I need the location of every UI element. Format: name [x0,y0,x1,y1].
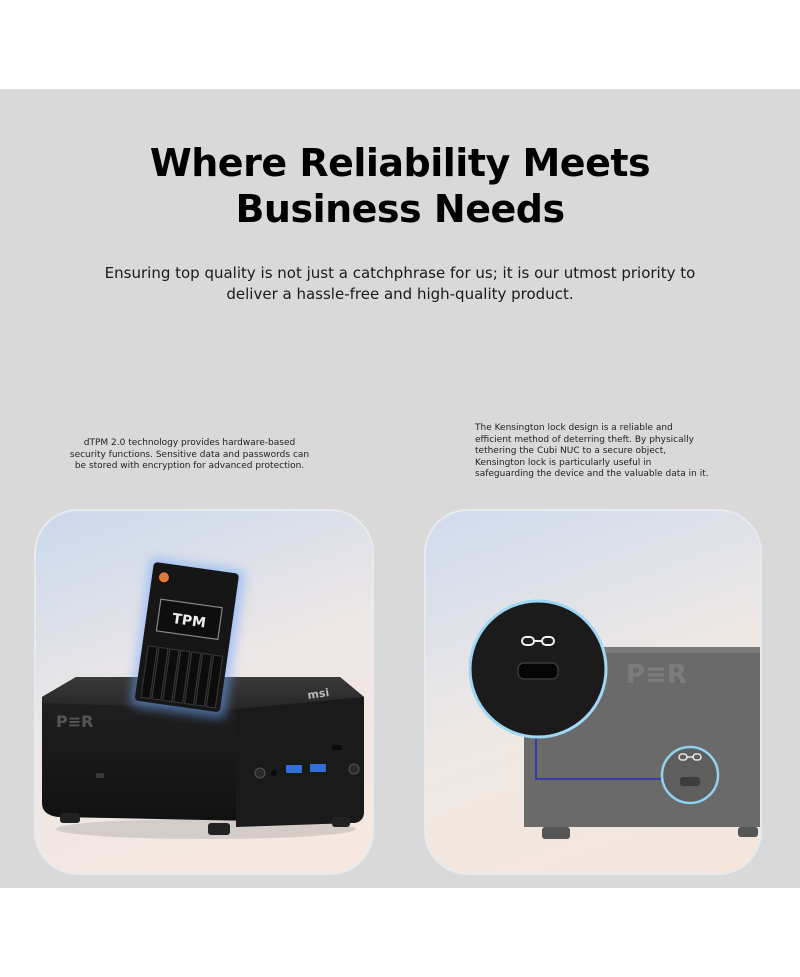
tpm-caption-line: dTPM 2.0 technology provides hardware-ba… [83,438,296,448]
subtitle: Ensuring top quality is not just a catch… [80,263,720,305]
lock-slot-icon [96,773,104,778]
usb-port-icon [310,764,326,772]
kensington-caption-line: Kensington lock is particularly useful i… [475,457,652,468]
front-ports [254,745,360,779]
kensington-caption: The Kensington lock design is a reliable… [475,423,720,481]
title-line-1: Where Reliability Meets [149,141,651,185]
kensington-illustration: P≡R [468,599,760,839]
lock-chain-icon [521,636,555,646]
tpm-label: TPM [171,611,207,632]
kensington-caption-line: The Kensington lock design is a reliable… [475,423,673,433]
subtitle-line-2: deliver a hassle-free and high-quality p… [226,285,574,303]
tpm-feature-card: P≡R msi TPM [34,509,374,875]
page-title: Where Reliability Meets Business Needs [0,140,800,232]
subtitle-line-1: Ensuring top quality is not just a catch… [104,264,696,282]
brand-logo: P≡R [56,712,93,731]
kensington-caption-line: tethering the Cubi NUC to a secure objec… [475,446,667,456]
brand-logo: P≡R [626,660,687,690]
msi-logo: msi [307,686,330,702]
lock-slot-icon [517,662,559,680]
lock-callout-small [660,745,720,805]
tpm-chip-icon: TPM [135,562,239,712]
tpm-device-illustration: P≡R msi TPM [42,558,364,839]
power-icon [254,767,266,779]
tpm-caption-line: be stored with encryption for advanced p… [74,461,305,471]
kensington-feature-card: P≡R [424,509,762,875]
tpm-caption: dTPM 2.0 technology provides hardware-ba… [62,438,317,473]
kensington-caption-line: safeguarding the device and the valuable… [475,469,709,479]
tpm-caption-line: security functions. Sensitive data and p… [69,449,310,460]
usb-port-icon [286,765,302,773]
title-line-2: Business Needs [235,187,565,231]
kensington-caption-line: efficient method of deterring theft. By … [475,434,694,445]
lock-chain-icon [678,753,702,761]
